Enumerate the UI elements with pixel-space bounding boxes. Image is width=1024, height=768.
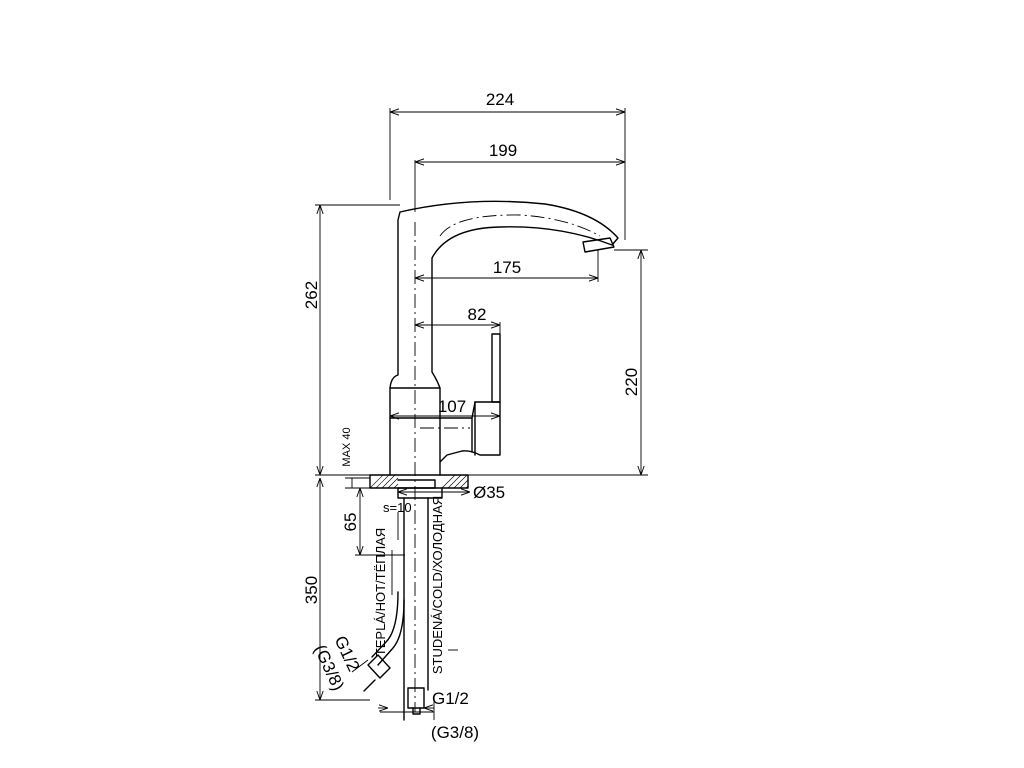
hatch-line	[459, 479, 469, 489]
label-cold-hose: STUDENÁ/COLD/ХОЛОДНАЯ	[430, 496, 445, 674]
dim-65: 65	[341, 513, 360, 532]
label-thread-main: G1/2	[432, 689, 469, 708]
dim-diameter-35: Ø35	[473, 483, 505, 502]
dim-wall: s=10	[383, 500, 412, 515]
label-hot-hose: TEPLÁ/HOT/ТЁПЛАЯ	[373, 528, 388, 656]
labels: TEPLÁ/HOT/ТЁПЛАЯ STUDENÁ/COLD/ХОЛОДНАЯ G…	[310, 496, 479, 742]
dimension-lines	[315, 108, 648, 720]
dim-max-40: MAX 40	[341, 427, 353, 466]
dimension-texts: 224 199 175 82 107 262 220 MAX 40 Ø35 65…	[302, 90, 641, 604]
dim-175: 175	[493, 258, 521, 277]
faucet-outline	[389, 200, 619, 476]
hatch-line	[447, 474, 462, 489]
hatch-line	[369, 474, 384, 489]
dim-199: 199	[489, 141, 517, 160]
dim-220: 220	[622, 368, 641, 396]
dim-224: 224	[486, 90, 514, 109]
hatch-line	[381, 474, 396, 489]
dim-82: 82	[468, 305, 487, 324]
hatch-line	[453, 474, 468, 489]
centerlines	[414, 214, 601, 712]
hatch-line	[375, 474, 390, 489]
dim-350: 350	[302, 576, 321, 604]
label-thread-alt: (G3/8)	[431, 723, 479, 742]
hatch-line	[441, 474, 456, 489]
dim-107: 107	[438, 397, 466, 416]
hatch-line	[387, 477, 399, 489]
mounting-deck	[369, 474, 469, 721]
dim-262: 262	[302, 281, 321, 309]
hatch-line	[393, 483, 399, 489]
hatch-line	[465, 485, 469, 489]
